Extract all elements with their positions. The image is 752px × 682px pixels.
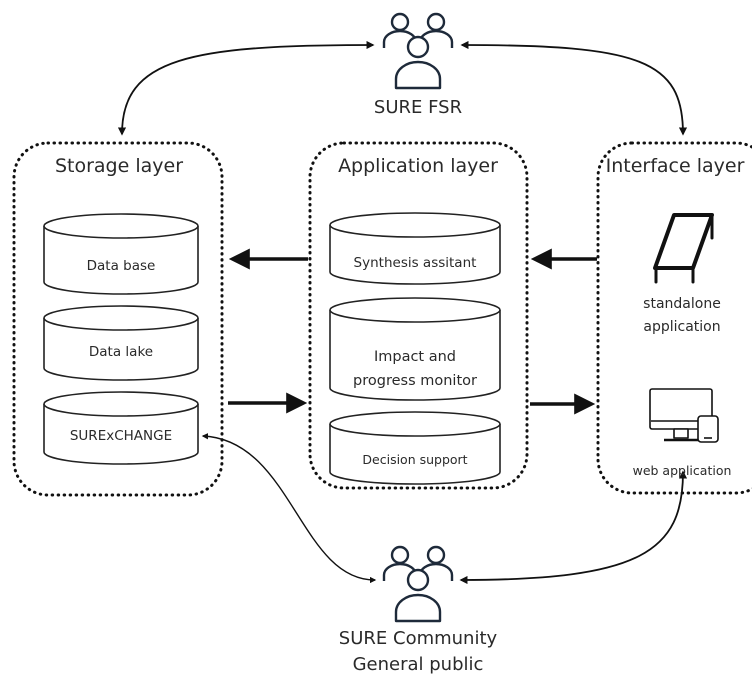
standalone-label-line2: application <box>643 319 721 335</box>
synthesis-assistant-cylinder <box>329 212 501 285</box>
database-cylinder <box>43 213 199 295</box>
application-layer-box <box>308 141 529 490</box>
people-group-icon <box>382 545 454 623</box>
surexchange-label: SURExCHANGE <box>69 428 173 444</box>
storage-layer-box <box>12 141 224 497</box>
fsr-storage-curve <box>117 40 375 136</box>
fsr-interface-curve <box>460 40 688 136</box>
decision-support-cylinder <box>329 411 501 485</box>
surexchange-cylinder <box>43 391 199 465</box>
synthesis-assistant-label: Synthesis assitant <box>353 255 477 271</box>
database-label: Data base <box>86 258 156 274</box>
datalake-label: Data lake <box>88 344 154 360</box>
bottom-actor-label-line2: General public <box>352 654 484 675</box>
top-actor-label: SURE FSR <box>373 97 463 118</box>
datalake-cylinder <box>43 305 199 381</box>
storage-layer-title: Storage layer <box>54 155 184 177</box>
decision-support-label: Decision support <box>362 452 468 467</box>
application-layer-title: Application layer <box>338 155 498 177</box>
impact-monitor-label: Impact and progress monitor <box>353 349 477 389</box>
impact-monitor-cylinder <box>329 297 501 401</box>
people-group-icon <box>382 12 454 90</box>
interface-layer-title: Interface layer <box>605 155 745 177</box>
standalone-label: standalone <box>643 296 721 312</box>
bottom-actor-label: SURE Community <box>338 628 498 649</box>
standalone-device-icon <box>653 213 714 284</box>
community-interface-curve <box>459 470 688 585</box>
desktop-and-phone-icon <box>649 388 719 443</box>
web-application-label: web application <box>632 463 732 478</box>
community-surexchange-curve <box>201 433 377 584</box>
